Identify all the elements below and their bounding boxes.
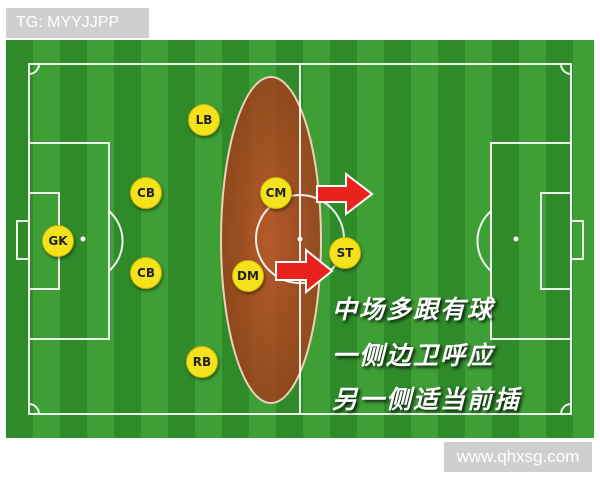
player-gk: GK bbox=[42, 225, 74, 257]
player-dm: DM bbox=[232, 260, 264, 292]
center-spot bbox=[297, 236, 303, 242]
right-goal bbox=[570, 220, 584, 260]
right-penalty-arc bbox=[476, 210, 492, 272]
left-penalty-spot bbox=[80, 236, 86, 242]
caption-line-3: 另一侧适当前插 bbox=[332, 385, 522, 414]
watermark-bottom-right: www.qhxsg.com bbox=[444, 442, 592, 472]
player-cm: CM bbox=[260, 177, 292, 209]
corner-arc-bl bbox=[28, 403, 40, 415]
right-goal-area bbox=[540, 192, 572, 290]
cm-forward-arrow bbox=[316, 171, 374, 217]
player-st: ST bbox=[329, 237, 361, 269]
right-penalty-spot bbox=[513, 236, 519, 242]
player-lb: LB bbox=[188, 104, 220, 136]
player-rb: RB bbox=[186, 346, 218, 378]
left-goal bbox=[16, 220, 30, 260]
corner-arc-tr bbox=[560, 63, 572, 75]
football-pitch: GK LB CB CB CM DM ST RB 中场多跟有球 一侧边卫呼应 另一… bbox=[6, 40, 594, 438]
watermark-top-left: TG: MYYJJPP bbox=[6, 8, 149, 38]
corner-arc-br bbox=[560, 403, 572, 415]
corner-arc-tl bbox=[28, 63, 40, 75]
player-cb-left: CB bbox=[130, 177, 162, 209]
left-penalty-arc bbox=[108, 210, 124, 272]
dm-forward-arrow bbox=[275, 247, 334, 295]
caption-line-2: 一侧边卫呼应 bbox=[332, 341, 495, 370]
caption-line-1: 中场多跟有球 bbox=[332, 295, 495, 324]
pitch-markings bbox=[16, 63, 584, 415]
midfield-zone bbox=[220, 76, 322, 404]
player-cb-right: CB bbox=[130, 257, 162, 289]
